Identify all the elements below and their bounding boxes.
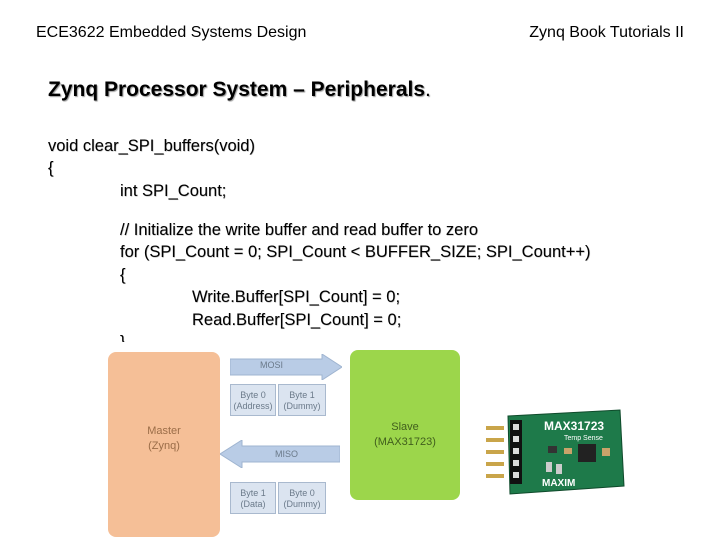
- board-logo: MAXIM: [542, 478, 575, 489]
- code-line: Write.Buffer[SPI_Count] = 0;: [192, 288, 401, 306]
- header-pins: [486, 426, 504, 478]
- code-line: for (SPI_Count = 0; SPI_Count < BUFFER_S…: [120, 243, 591, 261]
- miso-arrow-icon: [220, 440, 340, 468]
- code-line: }: [120, 333, 126, 342]
- code-line: {: [48, 159, 54, 177]
- master-label-line2: (Zynq): [148, 440, 180, 452]
- byte-role: (Dummy): [283, 499, 321, 509]
- slave-label-line2: (MAX31723): [374, 436, 436, 448]
- byte-name: Byte 1: [240, 488, 266, 498]
- slide-title-period: .: [425, 78, 431, 101]
- code-line: {: [120, 266, 126, 284]
- code-line: void clear_SPI_buffers(void): [48, 137, 255, 155]
- byte-name: Byte 0: [289, 488, 315, 498]
- byte-role: (Address): [233, 401, 273, 411]
- mosi-arrow-icon: [230, 354, 342, 380]
- master-label: Master (Zynq): [108, 424, 220, 454]
- board-sub-label: Temp Sense: [564, 435, 603, 442]
- miso-label: MISO: [275, 449, 299, 459]
- byte-role: (Data): [240, 499, 266, 509]
- byte-name: Byte 0: [240, 390, 266, 400]
- code-line: Read.Buffer[SPI_Count] = 0;: [192, 311, 402, 329]
- code-line: // Initialize the write buffer and read …: [120, 221, 479, 239]
- byte-name: Byte 1: [289, 390, 315, 400]
- spi-diagram: Master (Zynq) Slave (MAX31723) MOSI MISO…: [100, 340, 460, 540]
- slave-label-line1: Slave: [391, 421, 419, 433]
- slave-label: Slave (MAX31723): [350, 420, 460, 450]
- slide-title-text: Zynq Processor System – Peripherals: [48, 78, 426, 101]
- master-box: Master (Zynq): [108, 352, 220, 537]
- slave-box: Slave (MAX31723): [350, 350, 460, 500]
- miso-byte-1: Byte 0 (Dummy): [278, 482, 326, 514]
- mosi-byte-0: Byte 0 (Address): [230, 384, 276, 416]
- miso-byte-0: Byte 1 (Data): [230, 482, 276, 514]
- mosi-label: MOSI: [260, 360, 284, 370]
- master-label-line1: Master: [147, 425, 181, 437]
- slide-title: Zynq Processor System – Peripherals.: [48, 78, 431, 102]
- mosi-byte-1: Byte 1 (Dummy): [278, 384, 326, 416]
- header-course-title: ECE3622 Embedded Systems Design: [36, 24, 307, 41]
- max31723-board-image: MAX31723 Temp Sense MAXIM: [486, 409, 625, 495]
- code-line: int SPI_Count;: [120, 182, 227, 200]
- board-chip-label: MAX31723: [544, 419, 604, 433]
- header-tutorial-title: Zynq Book Tutorials II: [529, 24, 684, 41]
- byte-role: (Dummy): [283, 401, 321, 411]
